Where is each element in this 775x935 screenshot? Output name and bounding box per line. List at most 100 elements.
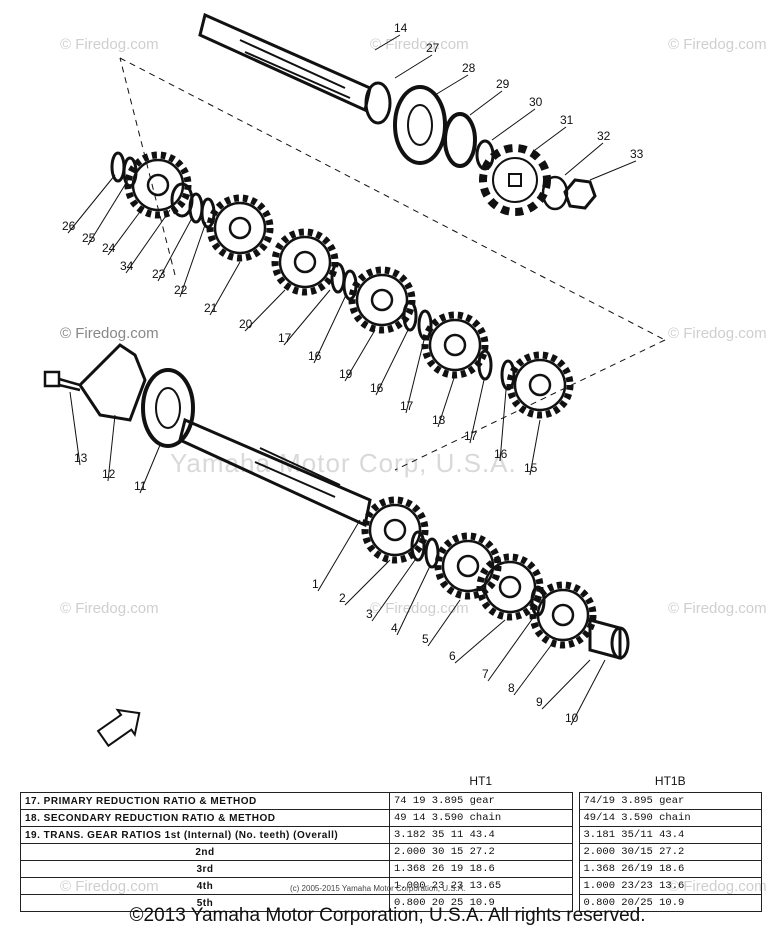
- watermark: © Firedog.com: [60, 325, 159, 342]
- leader-line: [394, 54, 433, 79]
- leader-line: [405, 339, 425, 414]
- callout-label: 30: [529, 95, 543, 109]
- gear-20: [275, 232, 335, 292]
- callout-22: 22: [174, 221, 207, 298]
- bearing-plate-12: [78, 343, 147, 422]
- callout-9: 9: [536, 659, 591, 710]
- callout-label: 31: [560, 113, 574, 127]
- callout-33: 33: [589, 147, 644, 181]
- leader-line: [157, 217, 193, 282]
- callout-label: 32: [597, 129, 611, 143]
- watermark: © Firedog.com: [60, 36, 159, 53]
- washer-4: [424, 537, 440, 569]
- callout-8: 8: [508, 639, 556, 696]
- callout-27: 27: [394, 41, 440, 79]
- callout-18: 18: [432, 374, 456, 428]
- table-row: 19. TRANS. GEAR RATIOS 1st (Internal) (N…: [20, 826, 762, 844]
- transmission-exploded-diagram: 1427282930313233262524342322212017161916…: [43, 12, 666, 748]
- leader-line: [375, 329, 409, 396]
- callout-label: 12: [102, 467, 116, 481]
- callout-label: 25: [82, 231, 96, 245]
- watermark: © Firedog.com: [60, 600, 159, 617]
- leader-line: [434, 74, 469, 96]
- leader-line: [67, 174, 116, 234]
- leader-line: [589, 160, 637, 181]
- callout-17: 17: [464, 379, 485, 444]
- assembly-guide-lines: [119, 57, 666, 471]
- callout-label: 28: [462, 61, 476, 75]
- callout-12: 12: [102, 414, 116, 482]
- callout-label: 6: [449, 649, 456, 663]
- callout-label: 2: [339, 591, 346, 605]
- callout-label: 15: [524, 461, 538, 475]
- callout-7: 7: [482, 614, 536, 682]
- callout-label: 5: [422, 632, 429, 646]
- callout-15: 15: [524, 419, 541, 476]
- callout-label: 11: [134, 479, 147, 493]
- callout-3: 3: [366, 559, 416, 622]
- callout-label: 18: [432, 413, 446, 427]
- leader-line: [139, 444, 161, 494]
- callout-31: 31: [534, 113, 574, 151]
- callout-29: 29: [469, 77, 510, 116]
- callout-13: 13: [69, 391, 88, 466]
- leader-line: [427, 599, 461, 647]
- leader-line: [107, 414, 116, 482]
- circlip-17: [330, 262, 346, 294]
- leader-line: [209, 261, 241, 316]
- watermark: © Firedog.com: [668, 325, 767, 342]
- callout-label: 23: [152, 267, 166, 281]
- callout-25: 25: [82, 179, 129, 246]
- callout-34: 34: [120, 209, 171, 274]
- table-row: 17. PRIMARY REDUCTION RATIO & METHOD 74 …: [20, 792, 762, 810]
- washer-27: [364, 81, 392, 125]
- callout-label: 10: [565, 711, 579, 725]
- callout-2: 2: [339, 559, 391, 606]
- leader-line: [469, 90, 503, 116]
- callout-label: 17: [464, 429, 478, 443]
- callout-label: 16: [370, 381, 384, 395]
- leader-line: [499, 389, 507, 462]
- callout-label: 27: [426, 41, 440, 55]
- callout-label: 17: [278, 331, 292, 345]
- table-row: 3rd 1.368 26 19 18.6 1.368 26/19 18.6: [20, 860, 762, 878]
- callout-14: 14: [374, 21, 408, 51]
- leader-line: [371, 559, 416, 622]
- callout-24: 24: [102, 204, 146, 256]
- table-row: 18. SECONDARY REDUCTION RATIO & METHOD 4…: [20, 809, 762, 827]
- spec-table: HT1 HT1B 17. PRIMARY REDUCTION RATIO & M…: [20, 770, 762, 912]
- col-header-ht1b: HT1B: [654, 774, 686, 788]
- callout-30: 30: [491, 95, 543, 141]
- leader-line: [487, 614, 536, 682]
- leader-line: [244, 289, 286, 332]
- leader-line: [317, 519, 361, 592]
- callout-32: 32: [564, 129, 611, 176]
- leader-line: [87, 179, 129, 246]
- table-row: 2nd 2.000 30 15 27.2 2.000 30/15 27.2: [20, 843, 762, 861]
- callout-5: 5: [422, 599, 461, 647]
- leader-line: [570, 659, 606, 726]
- leader-line: [107, 204, 146, 256]
- callout-6: 6: [449, 619, 506, 664]
- callout-label: 1: [312, 577, 319, 591]
- callout-label: 20: [239, 317, 253, 331]
- callout-label: 22: [174, 283, 188, 297]
- callout-17: 17: [278, 289, 331, 346]
- washer-16b: [402, 300, 418, 332]
- leader-line: [396, 565, 431, 636]
- gear-2: [365, 500, 425, 560]
- small-copyright: (c) 2005-2015 Yamaha Motor Corporation, …: [290, 884, 466, 893]
- callout-16: 16: [308, 294, 347, 364]
- table-row: 5th 0.800 20 25 10.9 0.800 20/25 10.9: [20, 894, 762, 912]
- col-header-ht1: HT1: [469, 774, 493, 788]
- callout-10: 10: [565, 659, 606, 726]
- callout-19: 19: [339, 329, 376, 382]
- callout-11: 11: [134, 444, 161, 494]
- callout-16: 16: [370, 329, 409, 396]
- callout-label: 4: [391, 621, 398, 635]
- watermark: © Firedog.com: [370, 600, 469, 617]
- leader-line: [541, 659, 591, 710]
- leader-line: [344, 559, 391, 606]
- callout-label: 33: [630, 147, 644, 161]
- callout-label: 13: [74, 451, 88, 465]
